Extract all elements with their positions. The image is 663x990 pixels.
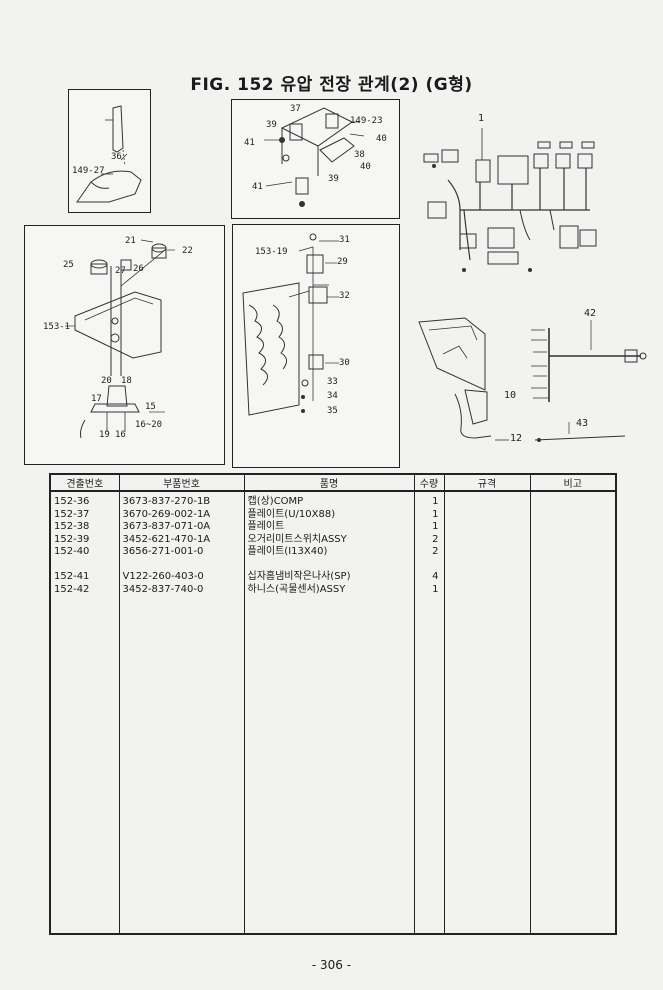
part-name-cell: 오거리미트스위치ASSY — [247, 533, 347, 545]
part-name-cell: 플레이트(U/10X88) — [247, 508, 336, 520]
callout-label: 20 — [101, 376, 112, 386]
callout-label: 22 — [182, 246, 193, 256]
ref-cell: 152-37 — [54, 508, 90, 520]
callout-label: 153-19 — [255, 247, 288, 257]
callout-label: 149-23 — [350, 116, 383, 126]
callout-label: 10 — [504, 390, 517, 401]
part-name-cell: 하니스(곡물센서)ASSY — [247, 583, 346, 595]
sensor-bracket-drawing — [242, 233, 339, 416]
part-no-cell: 3656-271-001-0 — [122, 546, 204, 557]
wiring-diagram — [423, 128, 597, 272]
callout-label: 41 — [252, 182, 263, 192]
part-no-cell: 3670-269-002-1A — [122, 508, 211, 520]
qty-cell: 1 — [432, 508, 439, 520]
plate-drawing — [65, 239, 175, 439]
part-no-cell: 3673-837-270-1B — [122, 496, 211, 507]
callout-label: 25 — [63, 260, 74, 270]
diagram-panel-limit-switch: 37 39 149-23 40 41 38 40 41 39 — [231, 99, 400, 219]
header-spec: 규격 — [443, 473, 531, 492]
header-qty: 수량 — [413, 473, 445, 492]
callout-label: 30 — [339, 358, 350, 368]
parts-table: 견출번호 부품번호 품명 수량 규격 비고 152-36 152-37 152-… — [49, 473, 617, 935]
qty-cell: 2 — [432, 546, 439, 557]
callout-label: 31 — [339, 235, 350, 245]
callout-label: 26 — [133, 264, 144, 274]
callout-label: 39 — [266, 120, 277, 130]
diagram-panel-sensor-bracket: 153-19 31 29 32 30 33 34 35 — [232, 224, 400, 468]
callout-label: 12 — [510, 433, 523, 444]
callout-label: 21 — [125, 236, 136, 246]
callout-label: 34 — [327, 391, 338, 401]
callout-label: 19 — [99, 430, 110, 440]
callout-label: 41 — [244, 138, 255, 148]
part-no-column: 3673-837-270-1B 3670-269-002-1A 3673-837… — [118, 491, 245, 934]
limit-switch-drawing — [264, 107, 365, 207]
callout-label: 15 — [145, 402, 156, 412]
callout-label: 1 — [478, 113, 485, 124]
callout-label: 40 — [376, 134, 387, 144]
header-part-no: 부품번호 — [118, 473, 245, 492]
spec-column — [443, 491, 531, 934]
part-name-cell: 플레이트(I13X40) — [247, 546, 328, 557]
part-no-cell — [123, 559, 241, 572]
qty-cell: 4 — [432, 571, 439, 582]
harness-diagram — [418, 317, 647, 442]
header-part-name: 품명 — [243, 473, 415, 492]
part-no-cell: 3452-621-470-1A — [122, 533, 211, 545]
callout-label: 16~20 — [135, 420, 163, 430]
qty-column: 1 1 1 2 2 4 1 — [413, 491, 445, 934]
part-name-cell — [248, 559, 411, 572]
part-name-cell: 플레이트 — [247, 521, 285, 532]
qty-cell: 1 — [432, 496, 439, 507]
callout-label: 38 — [354, 150, 365, 160]
callout-label: 16 — [115, 430, 126, 440]
callout-label: 153-1 — [43, 322, 71, 332]
ref-cell: 152-38 — [54, 521, 90, 532]
part-name-column: 캡(상)COMP 플레이트(U/10X88) 플레이트 오거리미트스위치ASSY… — [243, 491, 415, 934]
callout-label: 149-27 — [72, 166, 105, 176]
callout-label: 18 — [121, 376, 132, 386]
ref-cell: 152-41 — [54, 571, 90, 582]
qty-cell: 2 — [432, 533, 439, 545]
page-number: - 306 - — [311, 958, 352, 972]
spec-cell — [448, 496, 527, 509]
callout-label: 17 — [91, 394, 102, 404]
ref-cell: 152-40 — [54, 546, 90, 557]
callout-label: 29 — [337, 257, 348, 267]
diagram-panel-plate: 21 22 25 27 26 153-1 20 18 17 15 19 16 1… — [24, 225, 225, 465]
qty-cell — [418, 559, 441, 572]
callout-label: 42 — [584, 308, 597, 319]
figure-title: FIG. 152 유압 전장 관계(2) (G형) — [190, 75, 473, 95]
callout-label: 27 — [115, 266, 126, 276]
part-no-cell: 3673-837-071-0A — [122, 521, 211, 532]
ref-cell: 152-36 — [54, 496, 90, 507]
ref-column: 152-36 152-37 152-38 152-39 152-40 152-4… — [49, 491, 120, 934]
part-no-cell: V122-260-403-0 — [122, 571, 204, 582]
part-name-cell: 십자홈냄비작은나사(SP) — [247, 571, 351, 582]
callout-label: 35 — [327, 406, 338, 416]
qty-cell: 1 — [432, 583, 439, 595]
note-column — [529, 491, 617, 934]
header-note: 비고 — [529, 473, 617, 492]
callout-label: 37 — [290, 104, 301, 114]
table-header-row: 견출번호 부품번호 품명 수량 규격 비고 — [49, 473, 617, 492]
part-no-cell: 3452-837-740-0 — [122, 583, 204, 595]
cap-drawing — [76, 105, 142, 203]
ref-cell: 152-42 — [54, 583, 90, 595]
table-body-row: 152-36 152-37 152-38 152-39 152-40 152-4… — [49, 491, 617, 934]
ref-cell: 152-39 — [54, 533, 90, 545]
qty-cell: 1 — [432, 521, 439, 532]
callout-label: 39 — [328, 174, 339, 184]
note-cell — [534, 496, 613, 509]
callout-label: 33 — [327, 377, 338, 387]
callout-label: 36 — [111, 152, 122, 162]
callout-label: 43 — [576, 418, 589, 429]
ref-cell — [54, 559, 116, 572]
header-ref-no: 견출번호 — [49, 473, 120, 492]
diagram-panel-cap: 36 149-27 — [68, 89, 151, 213]
part-name-cell: 캡(상)COMP — [247, 496, 304, 507]
callout-label: 40 — [360, 162, 371, 172]
callout-label: 32 — [339, 291, 350, 301]
